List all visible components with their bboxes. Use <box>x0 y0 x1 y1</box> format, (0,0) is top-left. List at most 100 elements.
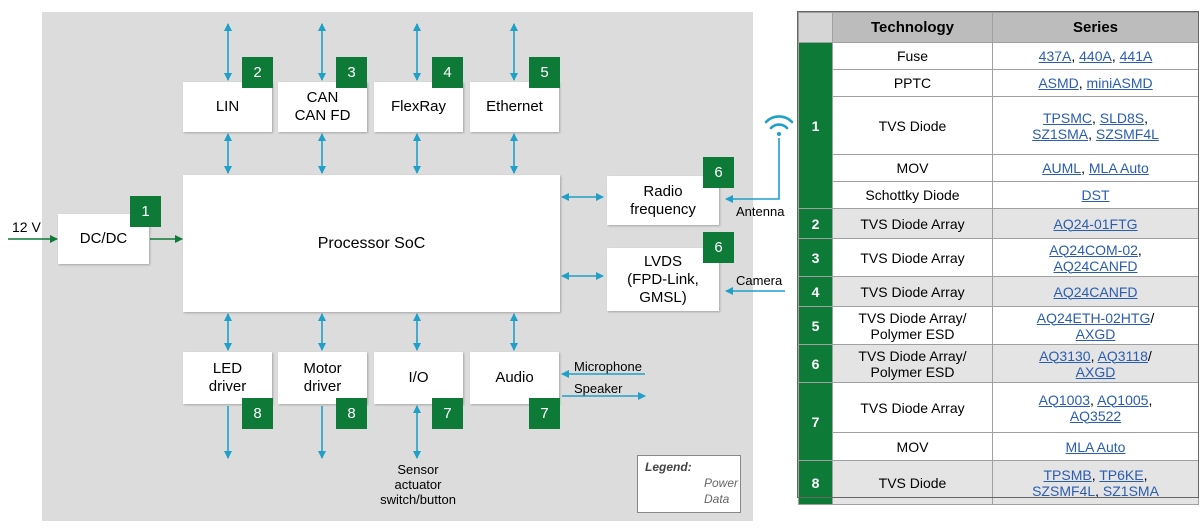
series-link[interactable]: AQ24COM-02 <box>1049 241 1138 258</box>
series-link[interactable]: AQ3130 <box>1039 347 1091 364</box>
legend-power-label: Power <box>704 476 739 490</box>
led-driver-block[interactable]: LED driver <box>183 352 272 404</box>
motor-driver-badge: 8 <box>336 398 367 429</box>
series-link[interactable]: 440A <box>1079 48 1112 64</box>
can-label: CAN CAN FD <box>294 89 351 124</box>
technology-cell: TVS Diode Array <box>832 382 993 433</box>
antenna-wifi-icon <box>764 115 794 136</box>
lvds-badge: 6 <box>703 232 734 263</box>
series-link[interactable]: SZ1SMA <box>1102 482 1159 499</box>
speaker-label: Speaker <box>574 381 623 396</box>
series-link[interactable]: AUML <box>1042 160 1082 176</box>
table-corner-header <box>798 12 833 43</box>
series-cell: ASMD, miniASMD <box>992 69 1199 97</box>
antenna-data-arrow <box>725 138 780 203</box>
series-link[interactable]: MLA Auto <box>1088 160 1149 176</box>
series-link[interactable]: AQ3522 <box>1069 407 1122 424</box>
audio-label: Audio <box>495 369 534 386</box>
series-link[interactable]: ASMD <box>1038 75 1079 91</box>
ethernet-badge: 5 <box>529 57 560 88</box>
technology-cell: MOV <box>832 154 993 182</box>
series-link[interactable]: DST <box>1081 187 1110 203</box>
flexray-badge: 4 <box>432 57 463 88</box>
technology-cell: Fuse <box>832 42 993 70</box>
series-link[interactable]: AQ1003 <box>1038 391 1091 408</box>
series-link[interactable]: AQ24CANFD <box>1053 283 1138 300</box>
lin-badge: 2 <box>242 57 273 88</box>
series-link[interactable]: TPSMB <box>1043 466 1092 483</box>
lvds-label: LVDS (FPD-Link, GMSL) <box>627 252 699 306</box>
series-link[interactable]: AQ1005 <box>1097 391 1149 408</box>
series-cell: AQ24ETH-02HTG/AXGD <box>992 306 1199 345</box>
series-link[interactable]: 441A <box>1119 48 1153 64</box>
dcdc-badge: 1 <box>130 196 161 227</box>
technology-cell: Schottky Diode <box>832 181 993 209</box>
series-link[interactable]: AQ24CANFD <box>1053 257 1138 274</box>
flexray-block[interactable]: FlexRay <box>374 82 463 132</box>
series-link[interactable]: 437A <box>1038 48 1072 64</box>
dcdc-label: DC/DC <box>79 230 128 247</box>
series-link[interactable]: SLD8S <box>1099 109 1145 126</box>
series-cell: AQ24COM-02, AQ24CANFD <box>992 238 1199 277</box>
series-link[interactable]: AQ24-01FTG <box>1053 215 1138 232</box>
input-voltage-label: 12 V <box>12 219 41 235</box>
lin-label: LIN <box>215 98 240 115</box>
ethernet-label: Ethernet <box>486 98 543 115</box>
processor-soc-label: Processor SoC <box>317 234 426 252</box>
io-block[interactable]: I/O <box>374 352 463 404</box>
sensor-actuator-label: Sensor actuator switch/button <box>380 462 456 507</box>
technology-cell: TVS Diode Array/ Polymer ESD <box>832 306 993 345</box>
series-cell: 437A, 440A, 441A <box>992 42 1199 70</box>
series-link[interactable]: TP6KE <box>1099 466 1144 483</box>
group-number-cell: 3 <box>798 238 833 277</box>
audio-badge: 7 <box>529 398 560 429</box>
radio-frequency-block[interactable]: Radio frequency <box>607 176 719 225</box>
series-cell: AQ3130, AQ3118/AXGD <box>992 344 1199 383</box>
group-number-cell: 2 <box>798 208 833 239</box>
group-number-cell: 6 <box>798 344 833 383</box>
can-block[interactable]: CAN CAN FD <box>278 82 367 132</box>
technology-cell: PPTC <box>832 69 993 97</box>
series-link[interactable]: MLA Auto <box>1065 438 1126 455</box>
technology-cell: TVS Diode <box>832 460 993 505</box>
antenna-label: Antenna <box>736 204 785 219</box>
ethernet-block[interactable]: Ethernet <box>470 82 559 132</box>
flexray-label: FlexRay <box>390 98 446 115</box>
technology-cell: TVS Diode Array <box>832 238 993 277</box>
processor-soc-block[interactable]: Processor SoC <box>183 175 560 312</box>
audio-block[interactable]: Audio <box>470 352 559 404</box>
can-badge: 3 <box>336 57 367 88</box>
series-link[interactable]: TPSMC <box>1042 109 1092 126</box>
series-link[interactable]: miniASMD <box>1086 75 1153 91</box>
group-number-cell: 4 <box>798 276 833 307</box>
series-link[interactable]: AQ3118 <box>1097 347 1148 364</box>
series-link[interactable]: SZSMF4L <box>1095 125 1159 142</box>
series-link[interactable]: AXGD <box>1075 363 1116 380</box>
series-link[interactable]: SZ1SMA <box>1032 125 1089 142</box>
led-driver-label: LED driver <box>208 360 247 395</box>
series-link[interactable]: AQ24ETH-02HTG <box>1036 309 1151 326</box>
series-cell: TPSMB, TP6KE, SZSMF4L, SZ1SMA <box>992 460 1199 505</box>
motor-driver-block[interactable]: Motor driver <box>278 352 367 404</box>
series-cell: TPSMC, SLD8S, SZ1SMA, SZSMF4L <box>992 96 1199 155</box>
series-link[interactable]: AXGD <box>1075 325 1116 342</box>
table-row: Schottky Diode DST <box>799 181 1199 209</box>
series-cell: DST <box>992 181 1199 209</box>
lvds-block[interactable]: LVDS (FPD-Link, GMSL) <box>607 248 719 311</box>
technology-cell: TVS Diode Array <box>832 208 993 239</box>
technology-column-header: Technology <box>832 12 993 43</box>
radio-frequency-badge: 6 <box>703 157 734 188</box>
series-link[interactable]: SZSMF4L <box>1032 482 1096 499</box>
lin-block[interactable]: LIN <box>183 82 272 132</box>
series-column-header: Series <box>992 12 1199 43</box>
series-cell: AQ24CANFD <box>992 276 1199 307</box>
